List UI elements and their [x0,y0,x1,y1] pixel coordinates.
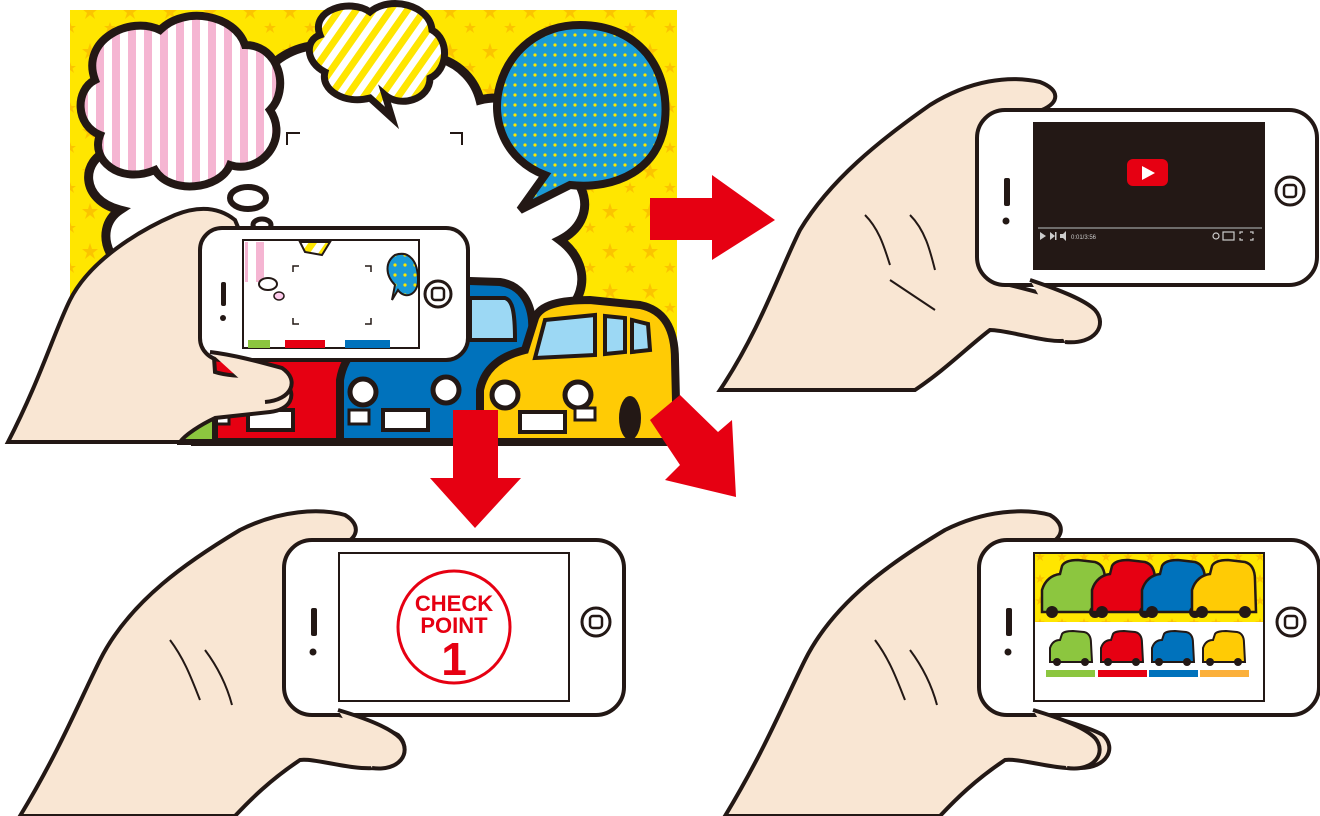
category-bar-blue [1149,670,1198,677]
phone-on-poster [200,228,468,360]
category-bar-red [1098,670,1147,677]
category-bar-green [1046,670,1095,677]
home-button-icon [1276,177,1304,205]
home-button-icon [1277,608,1305,636]
home-button-icon [582,608,610,636]
checkpoint-phone: CHECK POINT 1 [284,540,624,715]
category-bar-yellow [1200,670,1249,677]
thought-dot-large [230,187,266,209]
hand-with-checkpoint-phone: CHECK POINT 1 [20,511,624,816]
home-button-icon [425,281,451,307]
video-screen [1033,122,1265,270]
hand-with-gallery-phone [725,511,1319,816]
video-phone: 0:01/3:56 [977,110,1317,285]
gallery-phone [979,540,1319,715]
video-timecode: 0:01/3:56 [1071,235,1097,241]
pink-striped-bubble [81,16,281,187]
hand-with-video-phone: 0:01/3:56 [720,79,1317,390]
checkpoint-number: 1 [441,633,467,685]
